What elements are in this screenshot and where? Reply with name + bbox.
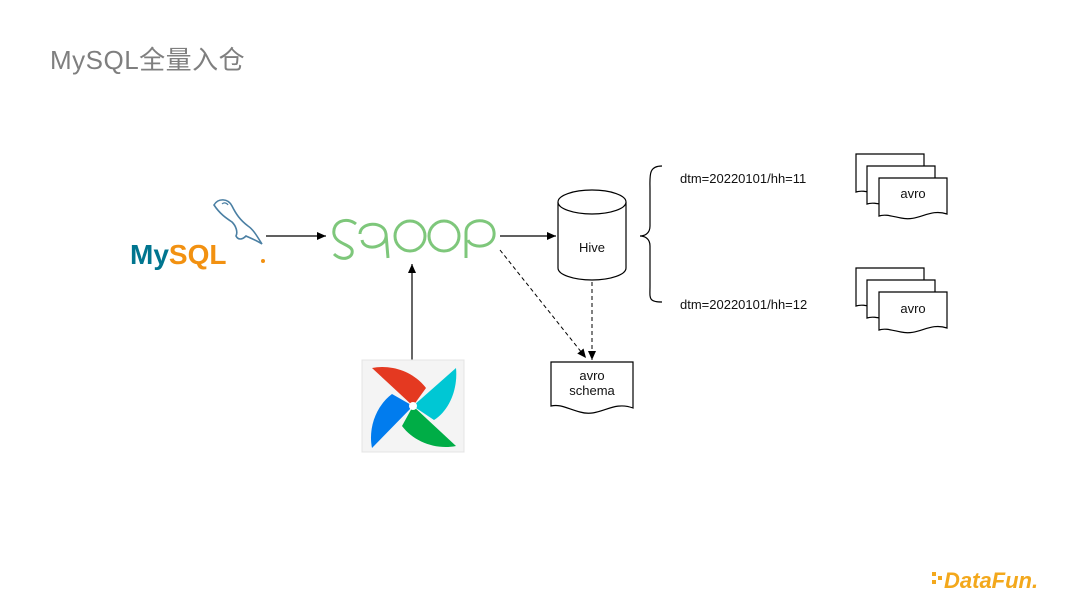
sqoop-letter-p	[464, 219, 496, 258]
hive-label: Hive	[579, 240, 605, 255]
mysql-logo-my: MySQL	[130, 239, 226, 270]
avro-schema-node: avro schema	[550, 361, 634, 414]
pinwheel-icon	[370, 366, 457, 448]
dashed-arrow-sqoop-to-schema	[499, 249, 587, 359]
partition2-file-label: avro	[900, 301, 925, 316]
schema-label-line2: schema	[569, 383, 615, 398]
sqoop-letter-o2	[427, 219, 461, 253]
mysql-logo: MySQL	[130, 199, 265, 270]
dolphin-icon	[213, 199, 263, 245]
partition2-files: avro	[855, 267, 948, 334]
schema-label-line1: avro	[579, 368, 604, 383]
partition1-file-label: avro	[900, 186, 925, 201]
partition2-label: dtm=20220101/hh=12	[680, 297, 807, 312]
sqoop-logo: sqoop	[332, 218, 496, 260]
datafun-logo-text: DataFun.	[944, 568, 1038, 593]
datafun-logo: DataFun.	[932, 568, 1038, 593]
airflow-logo	[361, 359, 465, 453]
sqoop-letter-s	[332, 218, 357, 260]
sqoop-letter-o1	[393, 219, 427, 253]
partition-brace	[639, 165, 663, 303]
sqoop-letter-q	[358, 222, 390, 259]
partition1-label: dtm=20220101/hh=11	[680, 171, 806, 186]
hive-node: Hive	[557, 189, 627, 281]
slide-title: MySQL全量入仓	[50, 45, 246, 75]
partition1-files: avro	[855, 153, 948, 220]
